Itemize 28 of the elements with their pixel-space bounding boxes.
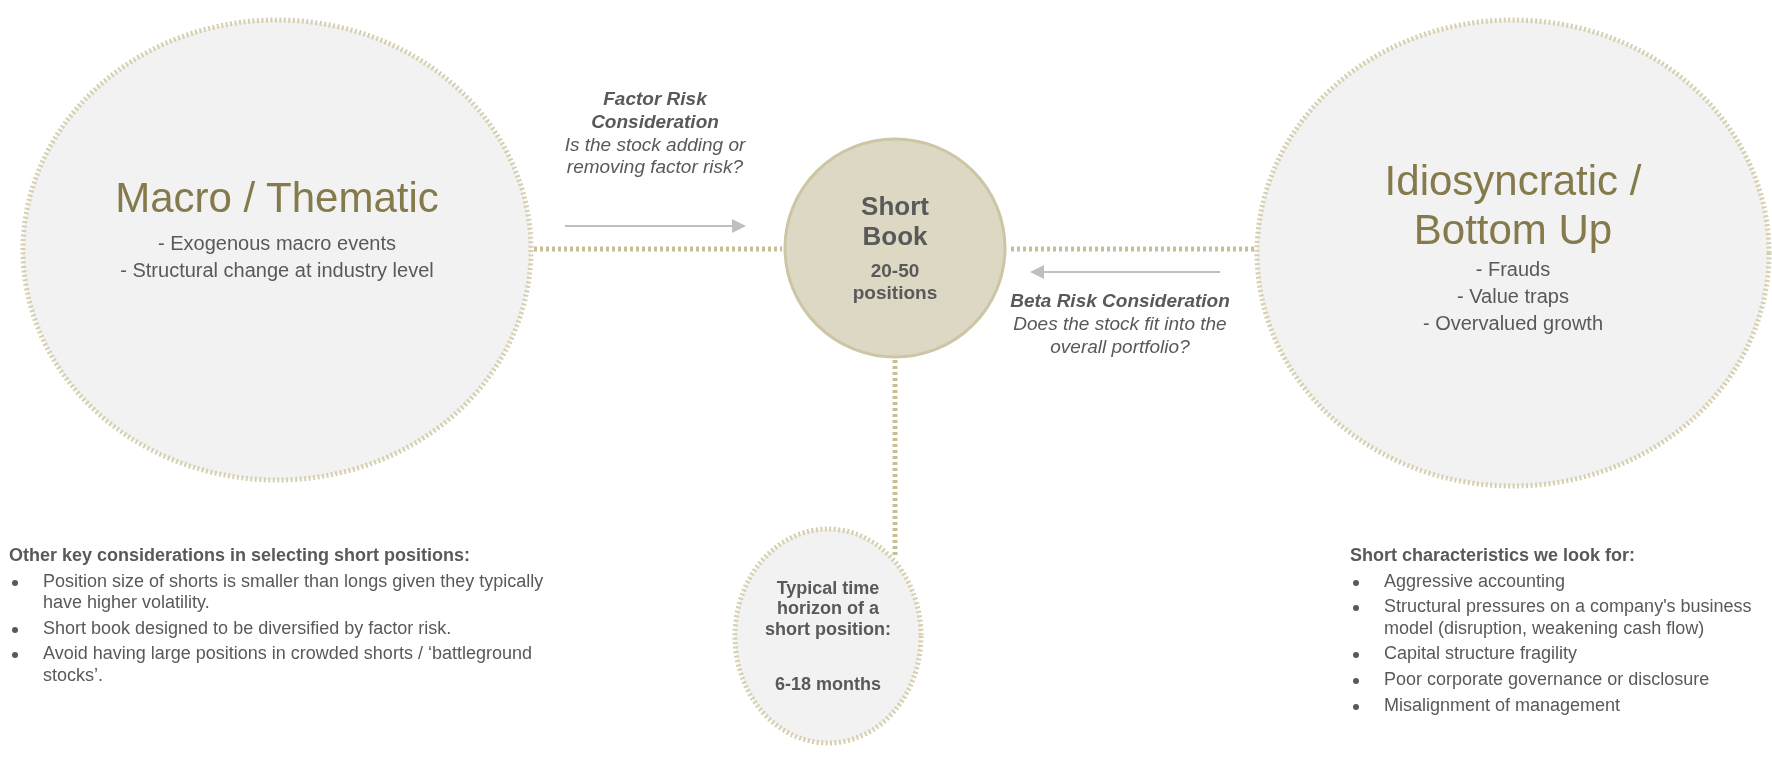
connector-line (1008, 246, 1255, 252)
list-heading: Other key considerations in selecting short positions: (9, 545, 472, 567)
circle-text: - Overvalued growth (1421, 311, 1605, 335)
circle-text: - Structural change at industry level (119, 259, 435, 283)
edge-label-note: Is the stock adding or removing factor risk? (563, 133, 747, 180)
bullet-text: Avoid having large positions in crowded shorts / ‘battleground stocks’. (43, 643, 533, 687)
connector-line (534, 246, 782, 252)
bullet-text: Poor corporate governance or disclosure (1384, 668, 1710, 691)
list-heading: Short characteristics we look for: (1350, 545, 1637, 567)
bullet-text: Aggressive accounting (1384, 570, 1566, 593)
bullet-text: Structural pressures on a company's business model (disruption, weakening cash flow) (1384, 596, 1753, 640)
circle-text: - Frauds (1474, 257, 1552, 281)
edge-label-title: Factor Risk Consideration (590, 88, 720, 134)
circle-text: - Exogenous macro events (157, 232, 397, 256)
circle-text: 20-50 positions (851, 260, 939, 304)
edge-label-title: Beta Risk Consideration (1009, 290, 1231, 313)
bullet-text: Position size of shorts is smaller than longs given they typically have higher volatility. (43, 570, 545, 614)
bullet-text: Capital structure fragility (1384, 643, 1578, 665)
circle-heading: Idiosyncratic / Bottom Up (1383, 157, 1643, 254)
circle-text: - Value traps (1456, 284, 1570, 308)
circle-heading: Short Book (860, 192, 930, 253)
bullet-text: Misalignment of management (1384, 694, 1621, 717)
connector-line (892, 360, 898, 558)
circle-heading: Macro / Thematic (114, 173, 440, 223)
bullet-text: Short book designed to be diversified by factor risk. (43, 617, 452, 640)
circle-text: 6-18 months (774, 673, 882, 695)
edge-label-note: Does the stock fit into the overall portfolio? (1012, 312, 1228, 359)
circle-text: Typical time horizon of a short position: (764, 577, 892, 640)
